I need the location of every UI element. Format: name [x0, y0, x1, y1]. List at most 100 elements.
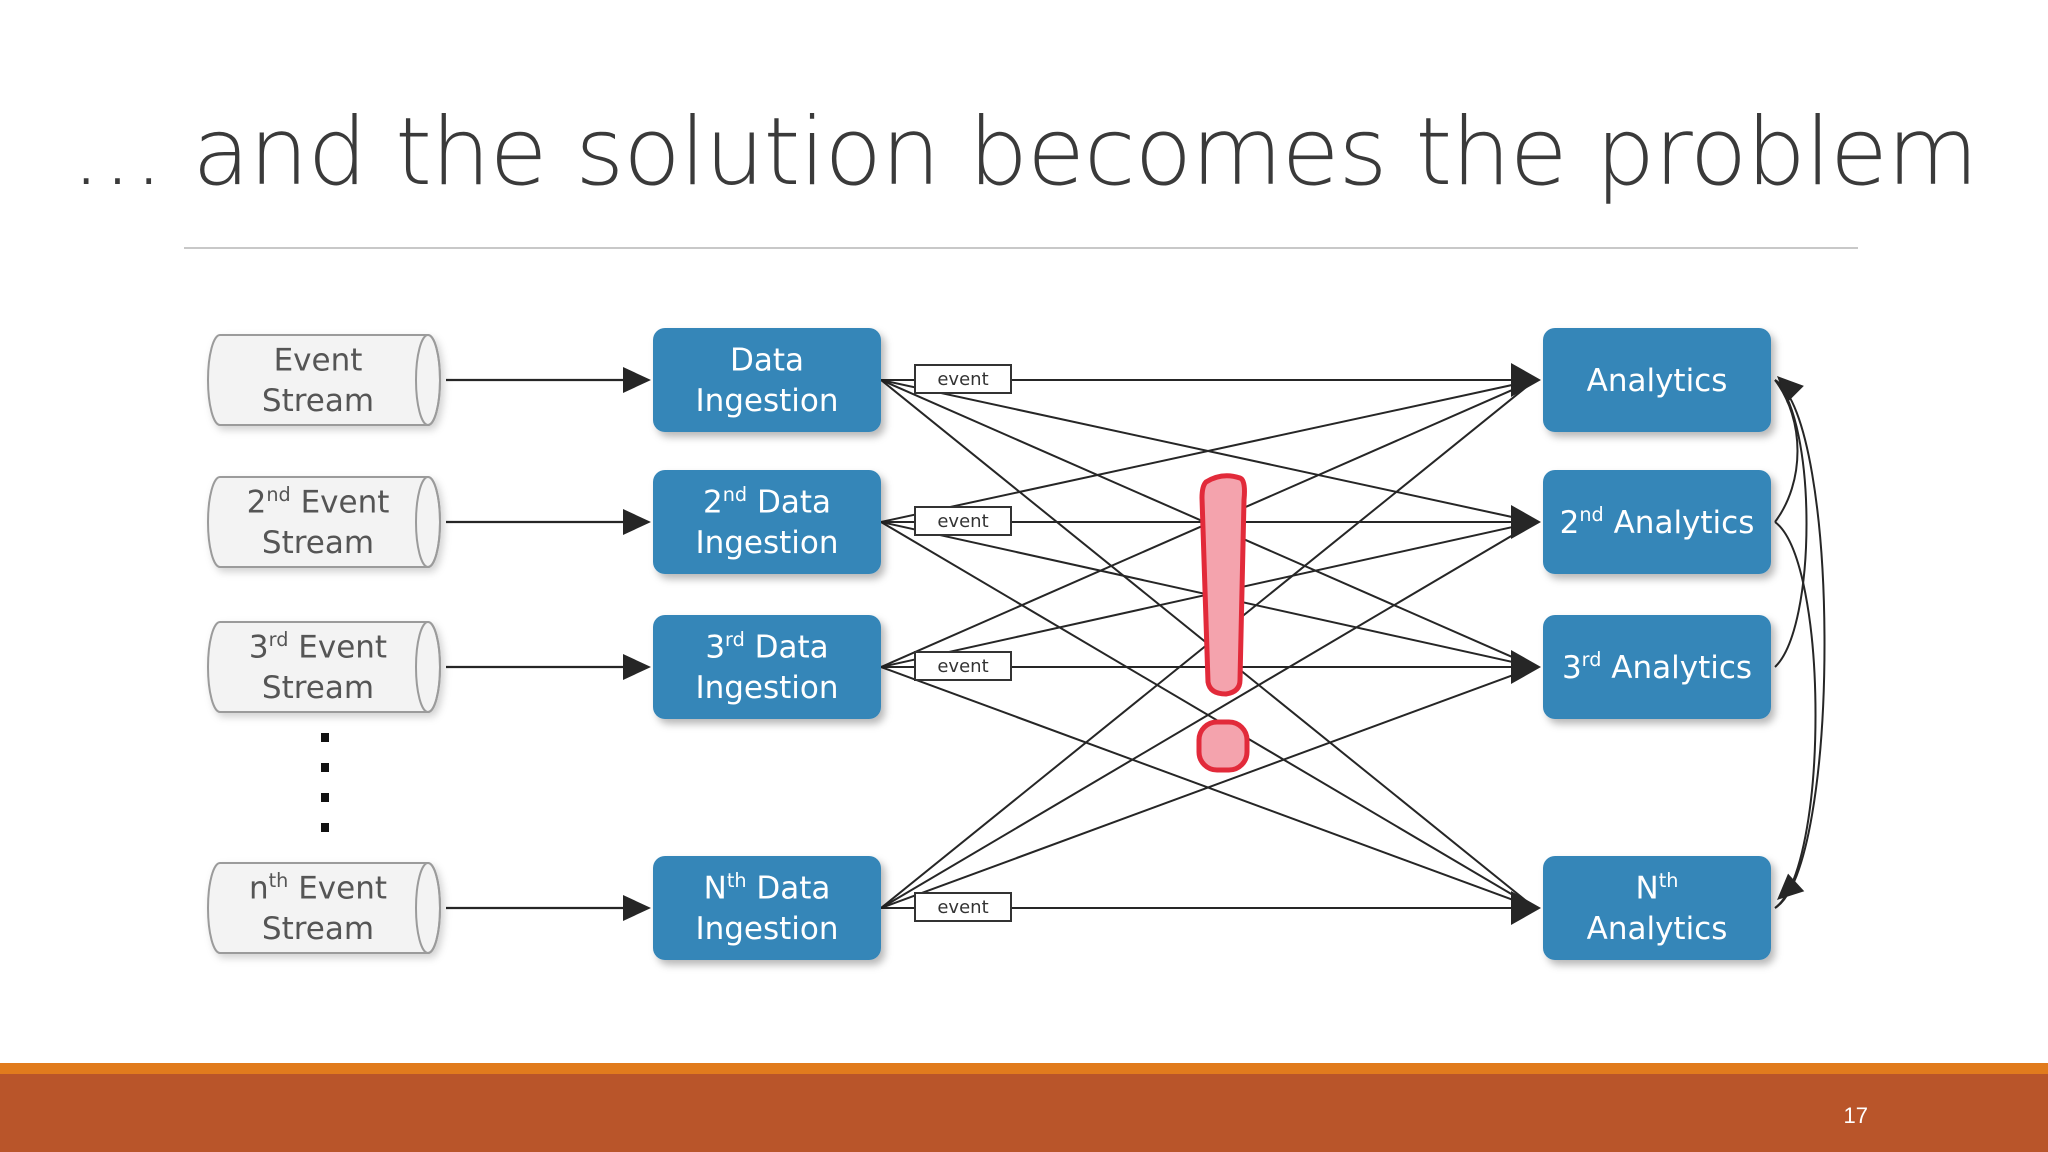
exclamation-bar: [1199, 473, 1247, 697]
analytics-box: [1543, 615, 1771, 719]
analytics-label-text: Analytics: [1587, 911, 1728, 947]
analytics-label-superscript: th: [1659, 869, 1679, 892]
event-label: event: [937, 511, 988, 532]
data-ingestion-label-text: Ingestion: [695, 911, 838, 947]
ingestion-to-analytics-line: [880, 379, 1536, 523]
event-stream-label-superscript: th: [269, 869, 289, 892]
event-label-box: [914, 364, 1012, 394]
event-stream-label-line: Stream: [262, 383, 374, 419]
analytics-label-line: Nth: [1636, 869, 1679, 907]
data-ingestion-label-line: 3rd Data: [705, 628, 828, 666]
ingestion-to-analytics-line: [880, 666, 1536, 909]
ellipsis-dot: [321, 733, 329, 742]
data-ingestion-label-text: 3: [705, 630, 725, 666]
analytics-label-superscript: nd: [1579, 503, 1603, 526]
exclamation-dot: [1196, 719, 1250, 773]
arrowhead-icon: [623, 509, 651, 535]
event-label-box: [914, 892, 1012, 922]
event-stream-label-text: Stream: [262, 525, 374, 561]
data-ingestion-label-superscript: th: [727, 869, 747, 892]
event-label: event: [937, 656, 988, 677]
data-ingestion-label-line: Ingestion: [695, 383, 838, 419]
arrowhead-icon: [1511, 505, 1541, 539]
data-ingestion-label-line: Ingestion: [695, 911, 838, 947]
analytics-label-line: 2nd Analytics: [1560, 503, 1755, 541]
data-ingestion-label-text: Ingestion: [695, 383, 838, 419]
arrowhead-icon: [623, 654, 651, 680]
title-divider: [184, 247, 1858, 249]
analytics-label-text: Analytics: [1587, 363, 1728, 399]
analytics-label-superscript: rd: [1582, 648, 1602, 671]
event-stream-label-text: 2: [247, 485, 267, 521]
arrowhead-icon: [1511, 363, 1541, 397]
data-ingestion-label-text-rest: Data: [745, 630, 829, 666]
event-label: event: [937, 897, 988, 918]
analytics-interconnect-line: [1774, 379, 1799, 523]
data-ingestion-label-text: 2: [703, 485, 723, 521]
event-label-box: [914, 651, 1012, 681]
analytics-interconnect-line: [1774, 379, 1826, 909]
data-ingestion-label-text: Data: [730, 343, 804, 379]
analytics-interconnect-line: [1774, 521, 1817, 909]
arrowhead-icon: [1511, 650, 1541, 684]
event-stream-label-text-rest: Event: [288, 630, 387, 666]
event-stream-node: [207, 476, 441, 568]
data-ingestion-box: [653, 470, 881, 574]
ellipsis-dot: [321, 823, 329, 832]
ingestion-to-analytics-line: [880, 521, 1536, 909]
event-stream-label-text: Stream: [262, 911, 374, 947]
event-stream-label-text: n: [249, 871, 269, 907]
event-stream-label-text: Stream: [262, 383, 374, 419]
event-stream-label-line: Stream: [262, 670, 374, 706]
footer-accent-bar: [0, 1063, 2048, 1074]
event-stream-node: [207, 621, 441, 713]
data-ingestion-label-text: Ingestion: [695, 525, 838, 561]
analytics-label-text: 3: [1562, 650, 1582, 686]
data-ingestion-box: [653, 615, 881, 719]
event-stream-label-line: Stream: [262, 911, 374, 947]
analytics-label-text: 2: [1560, 505, 1580, 541]
arrowhead-icon: [1511, 891, 1541, 925]
event-label-box: [914, 506, 1012, 536]
arrowhead-icon: [1777, 873, 1805, 900]
event-stream-label-superscript: nd: [266, 483, 290, 506]
event-stream-label-text: Event: [274, 343, 363, 379]
data-ingestion-label-superscript: nd: [723, 483, 747, 506]
analytics-label-text: N: [1636, 871, 1659, 907]
analytics-label-text-rest: Analytics: [1604, 505, 1755, 541]
analytics-label-line: Analytics: [1587, 911, 1728, 947]
analytics-label-line: 3rd Analytics: [1562, 648, 1752, 686]
analytics-box: [1543, 856, 1771, 960]
cylinder-end: [415, 862, 441, 954]
data-ingestion-label-line: Nth Data: [704, 869, 831, 907]
data-ingestion-label-text-rest: Data: [747, 485, 831, 521]
data-ingestion-box: [653, 328, 881, 432]
exclamation-mark-icon: [1196, 473, 1250, 773]
data-ingestion-label-line: 2nd Data: [703, 483, 831, 521]
event-label: event: [937, 369, 988, 390]
event-stream-label-text-rest: Event: [291, 485, 390, 521]
arrowhead-icon: [1777, 376, 1804, 403]
event-stream-label-line: 3rd Event: [249, 628, 387, 666]
event-stream-label-text: 3: [249, 630, 269, 666]
analytics-label-text-rest: Analytics: [1601, 650, 1752, 686]
analytics-box: [1543, 328, 1771, 432]
footer-bar: [0, 1074, 2048, 1152]
slide-title: … and the solution becomes the problem: [70, 98, 1979, 207]
cylinder-end: [415, 476, 441, 568]
data-ingestion-label-text-rest: Data: [747, 871, 831, 907]
event-stream-label-text: Stream: [262, 670, 374, 706]
page-number: 17: [1843, 1103, 1868, 1128]
event-stream-label-text-rest: Event: [288, 871, 387, 907]
data-ingestion-box: [653, 856, 881, 960]
event-stream-node: [207, 862, 441, 954]
event-stream-label-line: Stream: [262, 525, 374, 561]
event-stream-label-line: nth Event: [249, 869, 387, 907]
cylinder-end: [415, 621, 441, 713]
analytics-interconnect-line: [1774, 379, 1808, 668]
analytics-box: [1543, 470, 1771, 574]
data-ingestion-label-line: Ingestion: [695, 525, 838, 561]
data-ingestion-label-superscript: rd: [725, 628, 745, 651]
ellipsis-dot: [321, 793, 329, 802]
